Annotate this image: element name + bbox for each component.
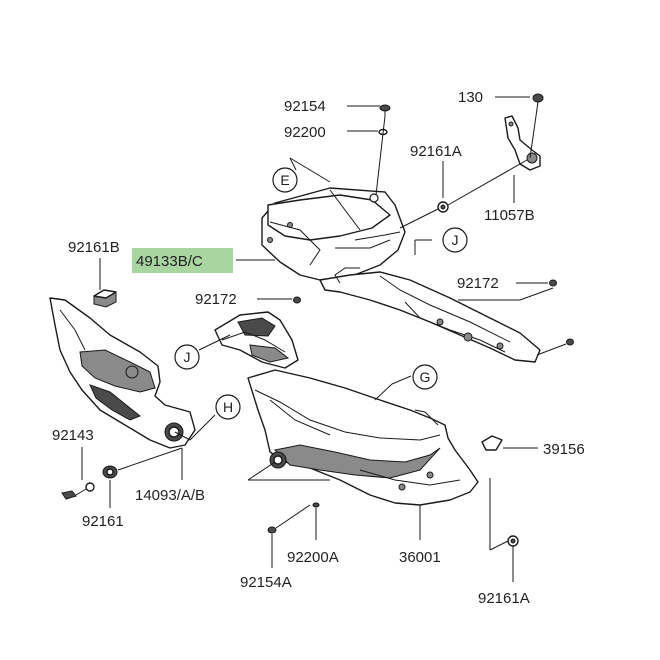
screw-92154A bbox=[267, 526, 277, 534]
label-92200[interactable]: 92200 bbox=[284, 124, 326, 141]
callout-J-left-label: J bbox=[184, 349, 191, 365]
callout-J-top: J bbox=[442, 227, 468, 253]
label-92154[interactable]: 92154 bbox=[284, 98, 326, 115]
grommet-39156-part bbox=[481, 435, 503, 451]
screw-92154 bbox=[379, 104, 391, 116]
label-14093AB[interactable]: 14093/A/B bbox=[135, 487, 205, 504]
callout-H: H bbox=[215, 394, 241, 420]
label-39156[interactable]: 39156 bbox=[543, 441, 585, 458]
screw-92172-left bbox=[293, 296, 301, 304]
label-92161A-top[interactable]: 92161A bbox=[410, 143, 462, 160]
callout-J-left: J bbox=[174, 344, 200, 370]
label-49133BC[interactable]: 49133B/C bbox=[136, 253, 203, 270]
label-92172-right[interactable]: 92172 bbox=[457, 275, 499, 292]
callout-G-label: G bbox=[420, 369, 431, 385]
label-130[interactable]: 130 bbox=[458, 89, 483, 106]
part-labels: 92154 92200 130 92161A 11057B 92161B 491… bbox=[52, 89, 585, 607]
label-11057B[interactable]: 11057B bbox=[484, 207, 535, 224]
screw-92143 bbox=[61, 490, 77, 500]
label-92154A[interactable]: 92154A bbox=[240, 574, 292, 591]
highlight-49133BC bbox=[132, 248, 233, 273]
nut-92161A-top bbox=[437, 201, 449, 213]
label-92172-left[interactable]: 92172 bbox=[195, 291, 237, 308]
label-92161[interactable]: 92161 bbox=[82, 513, 124, 530]
screw-130 bbox=[532, 93, 544, 103]
upper-cowl-part bbox=[261, 187, 406, 281]
label-92143[interactable]: 92143 bbox=[52, 427, 94, 444]
inner-bracket-part bbox=[214, 311, 299, 369]
leader-lines bbox=[75, 96, 567, 582]
grommet-92161-small bbox=[85, 482, 95, 492]
clip-92161B-part bbox=[93, 289, 117, 308]
screw-92172-right-lower bbox=[566, 338, 574, 346]
fasteners bbox=[61, 93, 574, 547]
label-92200A[interactable]: 92200A bbox=[287, 549, 339, 566]
bracket-11057B-part bbox=[504, 115, 541, 171]
label-36001[interactable]: 36001 bbox=[399, 549, 441, 566]
left-side-cover-part bbox=[49, 297, 196, 449]
washer-92200A bbox=[312, 502, 320, 508]
screw-92172-right bbox=[549, 279, 557, 287]
callout-H-label: H bbox=[223, 399, 233, 415]
nut-92161A-bottom bbox=[507, 535, 519, 547]
lower-fairing-part bbox=[247, 369, 479, 506]
side-bracket-part bbox=[319, 267, 541, 363]
grommet-14093 bbox=[102, 465, 118, 479]
label-92161A-bottom[interactable]: 92161A bbox=[478, 590, 530, 607]
callout-G: G bbox=[412, 364, 438, 390]
callout-J-top-label: J bbox=[452, 232, 459, 248]
callout-E: E bbox=[272, 167, 298, 193]
callout-E-label: E bbox=[280, 172, 289, 188]
label-92161B[interactable]: 92161B bbox=[68, 239, 120, 256]
